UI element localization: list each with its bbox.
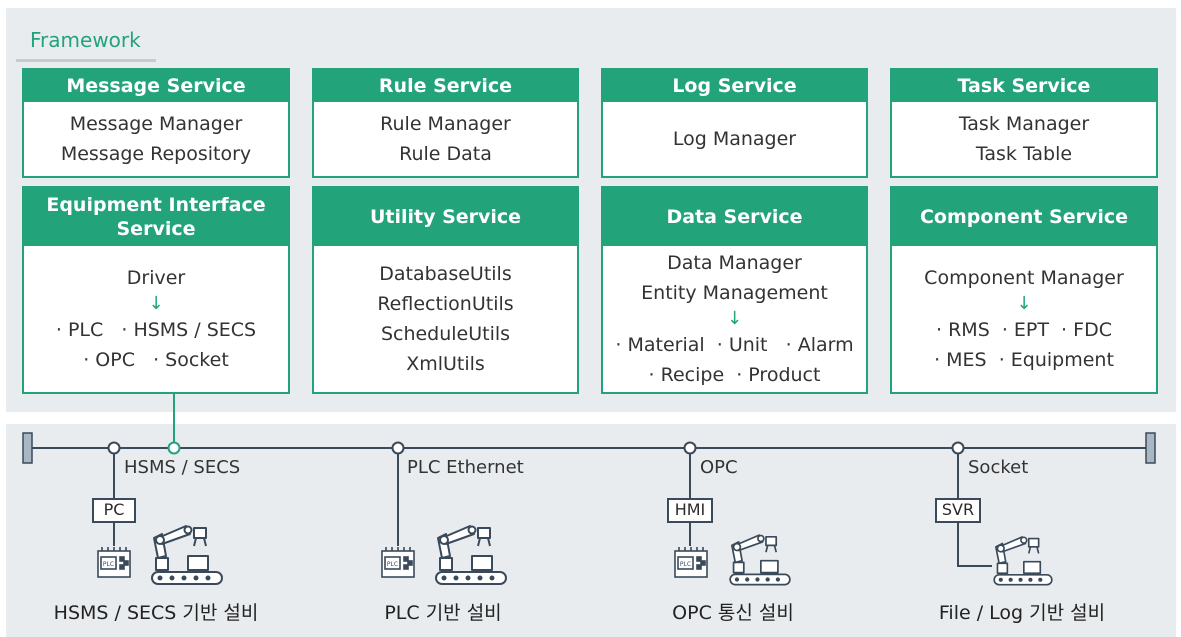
plc-chip-text: PLC [103,561,114,568]
card-line: ReflectionUtils [377,293,514,315]
plc-module-icon: PLC [674,547,708,578]
down-arrow-icon: ↓ [148,293,164,314]
framework-title: Framework [16,18,156,62]
card-line: · MES · Equipment [934,349,1114,371]
card-line: Message Repository [60,143,252,165]
bus-node [951,441,965,455]
card-line: ScheduleUtils [380,323,511,345]
card-title: Message Service [24,70,288,102]
bus-end-cap [1145,432,1156,464]
card-line: Task Table [975,143,1073,165]
card-title: Component Service [892,188,1156,246]
robot-arm-icon [729,534,791,586]
bus-node [391,441,405,455]
device-box-svr: SVR [935,498,981,523]
card-rule-service: Rule Service Rule Manager Rule Data [312,68,579,178]
card-log-service: Log Service Log Manager [601,68,868,178]
card-utility-service: Utility Service DatabaseUtils Reflection… [312,186,579,394]
card-message-service: Message Service Message Manager Message … [22,68,290,178]
bus-node [107,441,121,455]
card-title: Rule Service [314,70,577,102]
card-line: DatabaseUtils [379,263,512,285]
card-title: Utility Service [314,188,577,246]
device-box-hmi: HMI [667,498,713,523]
robot-arm-icon [993,536,1053,586]
card-line: Component Manager [924,267,1124,289]
down-arrow-icon: ↓ [1016,293,1032,314]
card-line: Rule Data [399,143,492,165]
card-line: Data Manager [667,252,802,274]
card-title: Log Service [603,70,866,102]
bus-end-cap [22,432,33,464]
card-line: · Recipe · Product [648,364,821,386]
card-component-service: Component Service Component Manager ↓ · … [890,186,1158,394]
equipment-label: PLC 기반 설비 [384,602,502,624]
plc-module-icon: PLC [97,547,131,578]
equipment-label: HSMS / SECS 기반 설비 [53,602,259,624]
plc-chip-text: PLC [387,561,398,568]
robot-arm-icon [435,525,507,585]
card-line: Rule Manager [380,113,511,135]
card-line: Log Manager [672,128,797,150]
card-line: · OPC · Socket [83,349,229,371]
card-title: Task Service [892,70,1156,102]
card-data-service: Data Service Data Manager Entity Managem… [601,186,868,394]
card-task-service: Task Service Task Manager Task Table [890,68,1158,178]
card-line: Driver [126,267,186,289]
equipment-label: OPC 통신 설비 [672,602,794,624]
bus-node [683,441,697,455]
plc-chip-text: PLC [680,561,691,568]
card-line: · Material · Unit · Alarm [615,334,854,356]
card-line: Entity Management [641,282,828,304]
robot-arm-icon [151,525,223,585]
equipment-label: File / Log 기반 설비 [938,602,1106,624]
card-title: Equipment Interface Service [24,188,288,246]
card-line: XmlUtils [406,353,485,375]
protocol-label: PLC Ethernet [407,457,524,478]
card-line: Message Manager [69,113,243,135]
card-line: Task Manager [958,113,1090,135]
plc-module-icon: PLC [381,547,415,578]
down-arrow-icon: ↓ [726,308,743,329]
card-line: · RMS · EPT · FDC [936,319,1112,341]
device-box-pc: PC [92,498,136,523]
card-line: · PLC · HSMS / SECS [55,319,257,341]
protocol-label: OPC [700,457,738,478]
bus-node-framework [167,441,181,455]
protocol-label: Socket [968,457,1029,478]
protocol-label: HSMS / SECS [124,457,241,478]
card-equipment-interface-service: Equipment Interface Service Driver ↓ · P… [22,186,290,394]
card-title: Data Service [603,188,866,246]
